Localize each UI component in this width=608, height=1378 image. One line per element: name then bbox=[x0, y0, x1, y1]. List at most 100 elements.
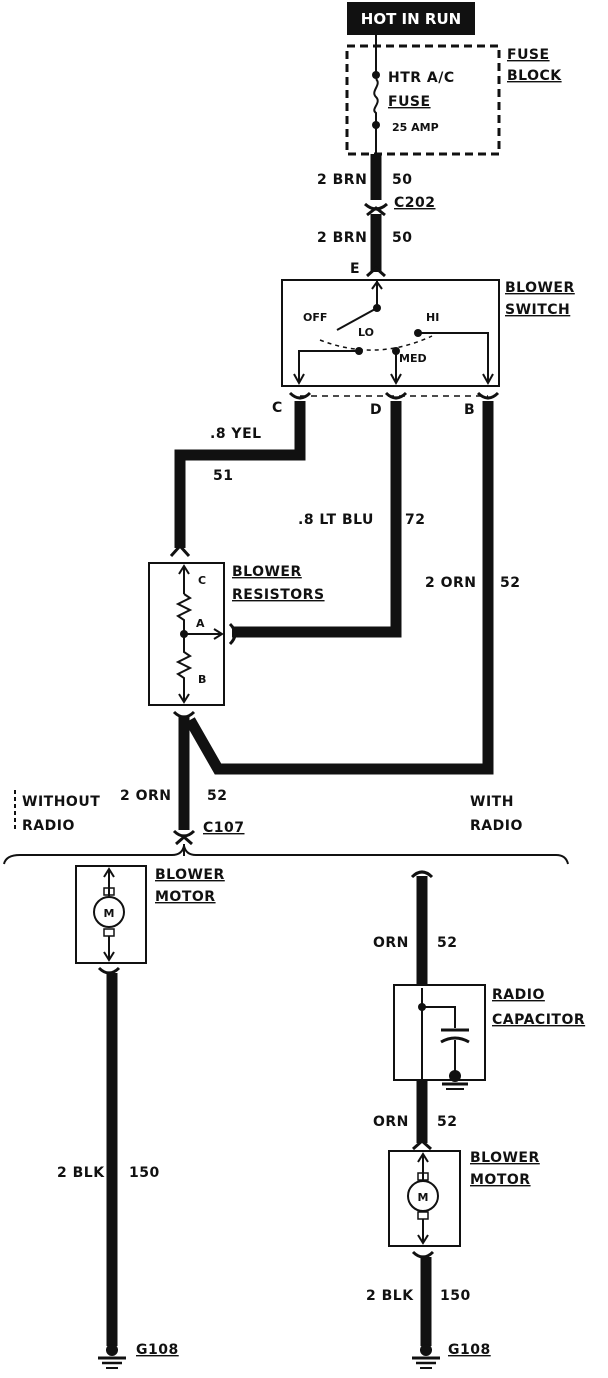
wire-72-circuit: 72 bbox=[405, 512, 425, 528]
radio-capacitor-title-2: CAPACITOR bbox=[492, 1012, 585, 1028]
resistor-tap-b: B bbox=[198, 673, 206, 686]
hot-in-run-banner bbox=[347, 2, 475, 35]
left-blower-motor-box bbox=[75, 865, 147, 964]
switch-terminal-b-connector bbox=[476, 391, 500, 400]
variant-with-line1: WITH bbox=[470, 794, 514, 810]
blower-switch-title-2: SWITCH bbox=[505, 302, 570, 318]
right-motor-icon bbox=[407, 1180, 439, 1212]
resistor-a-arrow bbox=[213, 628, 224, 640]
wire-50-upper-circuit: 50 bbox=[392, 172, 412, 188]
resistor-c-icon bbox=[175, 593, 193, 634]
capacitor-plate-bottom-icon bbox=[440, 1036, 470, 1044]
wire-52-right bbox=[185, 401, 494, 775]
variant-with-line2: RADIO bbox=[470, 818, 523, 834]
right-ground-label: G108 bbox=[448, 1342, 491, 1358]
switch-hi-arrow bbox=[482, 373, 494, 386]
fuse-block-title-1: FUSE bbox=[507, 47, 550, 63]
left-motor-symbol: M bbox=[104, 907, 115, 920]
switch-hi-path bbox=[418, 332, 489, 382]
blower-switch-title-1: BLOWER bbox=[505, 280, 575, 296]
wire-51-gauge: .8 YEL bbox=[210, 426, 262, 442]
left-ground-eyelet bbox=[106, 1344, 118, 1356]
switch-terminal-e-connector bbox=[366, 265, 386, 278]
right-wire-52-mid-circuit: 52 bbox=[437, 1114, 457, 1130]
capacitor-ground-eyelet bbox=[449, 1070, 461, 1082]
right-motor-arrow-top bbox=[417, 1152, 429, 1163]
right-wire-52-top-circuit: 52 bbox=[437, 935, 457, 951]
left-wire-150-gauge: 2 BLK bbox=[57, 1165, 105, 1181]
resistor-bottom-arrow bbox=[178, 693, 190, 704]
switch-lo-arrow bbox=[293, 373, 305, 386]
connector-c202-label: C202 bbox=[394, 195, 436, 211]
switch-terminal-d-connector bbox=[384, 391, 408, 400]
blower-switch-box bbox=[281, 279, 500, 387]
variant-without-line1: WITHOUT bbox=[22, 794, 100, 810]
connector-c107-pin bbox=[175, 835, 193, 846]
switch-terminal-e: E bbox=[350, 261, 360, 277]
switch-input-arrow bbox=[371, 280, 383, 290]
wire-52-right-gauge: 2 ORN bbox=[425, 575, 477, 591]
left-motor-icon bbox=[93, 896, 125, 928]
right-top-connector bbox=[410, 870, 434, 879]
wire-52-lower-circuit: 52 bbox=[207, 788, 227, 804]
fuse-element-icon bbox=[373, 78, 379, 123]
fuse-name-1: HTR A/C bbox=[388, 70, 455, 86]
right-wire-150-circuit: 150 bbox=[440, 1288, 471, 1304]
variant-brace bbox=[3, 845, 569, 865]
hot-in-run-label: HOT IN RUN bbox=[361, 10, 461, 28]
left-blower-motor-title-1: BLOWER bbox=[155, 867, 225, 883]
switch-pos-hi: HI bbox=[426, 311, 439, 324]
switch-lo-path bbox=[298, 350, 359, 382]
switch-pos-med: MED bbox=[399, 352, 427, 365]
resistor-top-arrow bbox=[178, 564, 190, 575]
wire-51-circuit: 51 bbox=[213, 468, 233, 484]
wire-52-right-circuit: 52 bbox=[500, 575, 520, 591]
variant-without-line2: RADIO bbox=[22, 818, 75, 834]
left-ground-label: G108 bbox=[136, 1342, 179, 1358]
wire-50-upper-gauge: 2 BRN bbox=[317, 172, 367, 188]
wire-50-lower-circuit: 50 bbox=[392, 230, 412, 246]
blower-resistors-title-2: RESISTORS bbox=[232, 587, 325, 603]
fuse-rating: 25 AMP bbox=[392, 121, 439, 134]
fuse-name-2: FUSE bbox=[388, 94, 431, 110]
right-motor-arrow-bottom bbox=[417, 1234, 429, 1245]
wire-72 bbox=[232, 401, 402, 638]
left-motor-brush-top bbox=[103, 887, 115, 896]
left-blower-motor-title-2: MOTOR bbox=[155, 889, 216, 905]
left-motor-arrow-top bbox=[103, 867, 115, 878]
radio-capacitor-box bbox=[393, 984, 486, 1081]
resistor-a-connector bbox=[228, 622, 237, 646]
fuse-block-title-2: BLOCK bbox=[507, 68, 562, 84]
switch-contact-arc bbox=[319, 335, 433, 351]
connector-c202-pin bbox=[366, 206, 386, 217]
switch-terminal-d: D bbox=[370, 402, 382, 418]
left-motor-arrow-bottom bbox=[103, 951, 115, 962]
switch-pos-off: OFF bbox=[303, 311, 327, 324]
right-motor-brush-bottom bbox=[417, 1211, 429, 1220]
resistor-tap-c: C bbox=[198, 574, 206, 587]
right-blower-motor-title-1: BLOWER bbox=[470, 1150, 540, 1166]
blower-resistors-title-1: BLOWER bbox=[232, 564, 302, 580]
switch-pos-lo: LO bbox=[358, 326, 374, 339]
switch-terminal-b: B bbox=[464, 402, 475, 418]
wire-72-gauge: .8 LT BLU bbox=[298, 512, 374, 528]
resistor-b-icon bbox=[175, 634, 193, 702]
resistor-bottom-connector bbox=[172, 710, 196, 719]
switch-terminal-c-connector bbox=[288, 391, 312, 400]
wire-51 bbox=[174, 401, 306, 548]
right-wire-150-gauge: 2 BLK bbox=[366, 1288, 414, 1304]
switch-med-arrow bbox=[390, 373, 402, 386]
right-blower-motor-title-2: MOTOR bbox=[470, 1172, 531, 1188]
left-motor-connector bbox=[97, 966, 121, 975]
right-ground-eyelet bbox=[420, 1344, 432, 1356]
switch-wiper-arm bbox=[336, 307, 378, 331]
connector-c107-label: C107 bbox=[203, 820, 245, 836]
resistor-top-connector bbox=[169, 543, 191, 558]
right-motor-connector bbox=[411, 1250, 435, 1259]
left-wire-150-circuit: 150 bbox=[129, 1165, 160, 1181]
switch-terminal-c: C bbox=[272, 400, 283, 416]
left-motor-brush-bottom bbox=[103, 928, 115, 937]
right-wire-52-top-gauge: ORN bbox=[373, 935, 409, 951]
wire-50-lower-gauge: 2 BRN bbox=[317, 230, 367, 246]
